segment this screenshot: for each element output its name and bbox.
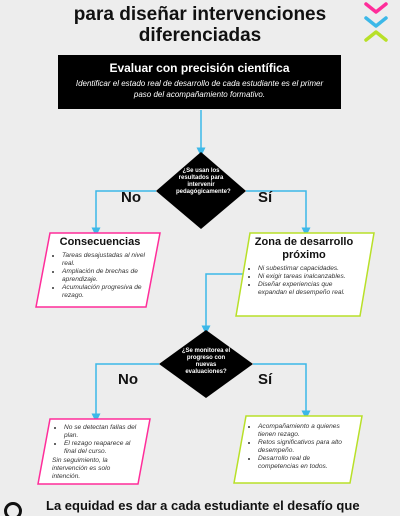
list-item: Desarrollo real de competencias en todos… (258, 455, 350, 471)
list-item: Ni exigir tareas inalcanzables. (258, 273, 362, 281)
list-item: Diseñar experiencias que expandan el des… (258, 281, 362, 297)
decision-1-text: ¿Se usan los resultados para intervenir … (176, 168, 231, 195)
connector-d1-no (91, 190, 156, 237)
zona-card: Zona de desarrollo próximo Ni subestimar… (246, 236, 362, 297)
zona-card-shape (235, 232, 375, 317)
consecuencias-heading: Consecuencias (59, 236, 141, 248)
yes-result-card-shape (233, 415, 363, 484)
connector-d2-yes (253, 363, 311, 420)
no-result-list: No se detectan fallas del plan. El rezag… (52, 424, 140, 456)
connector-d2-no (91, 363, 159, 423)
connector-d1-yes (246, 190, 311, 237)
decision-1-yes-label: Sí (258, 189, 273, 206)
consecuencias-list: Tareas desajustadas al nivel real. Ampli… (50, 252, 150, 300)
footer-logo-icon (4, 502, 22, 516)
decision-2-text: ¿Se monitorea el progreso con nuevas eva… (181, 348, 231, 375)
consecuencias-card-shape (35, 232, 161, 308)
list-item: Retos significativos para alto desempeño… (258, 439, 350, 455)
no-result-card-shape (37, 418, 151, 485)
zona-list: Ni subestimar capacidades. Ni exigir tar… (246, 265, 362, 297)
zona-heading: Zona de desarrollo próximo (254, 236, 354, 261)
decision-2-yes-label: Sí (258, 371, 273, 388)
decision-1-no-label: No (121, 189, 141, 206)
no-result-note: Sin seguimiento, la intervención es solo… (52, 457, 111, 480)
yes-result-list: Acompañamiento a quienes tienen rezago. … (246, 423, 350, 471)
title-line-1: para diseñar intervenciones (73, 4, 327, 25)
evaluate-heading: Evaluar con precisión científica (109, 61, 290, 75)
decision-1-diamond (156, 152, 246, 229)
brand-logo-icon (364, 2, 388, 42)
list-item: Ni subestimar capacidades. (258, 265, 362, 273)
list-item: El rezago reaparece al final del curso. (64, 440, 140, 456)
list-item: Acumulación progresiva de rezago. (62, 284, 150, 300)
yes-result-card: Acompañamiento a quienes tienen rezago. … (246, 423, 350, 471)
evaluate-box: Evaluar con precisión científica Identif… (58, 55, 341, 109)
footer-text: La equidad es dar a cada estudiante el d… (46, 498, 360, 513)
evaluate-text: Identificar el estado real de desarrollo… (75, 79, 324, 99)
consecuencias-card: Consecuencias Tareas desajustadas al niv… (50, 236, 150, 300)
page-title: para diseñar intervenciones diferenciada… (0, 0, 400, 46)
decision-2-no-label: No (118, 371, 138, 388)
list-item: Ampliación de brechas de aprendizaje. (62, 268, 150, 284)
no-result-card: No se detectan fallas del plan. El rezag… (52, 424, 140, 481)
list-item: Acompañamiento a quienes tienen rezago. (258, 423, 350, 439)
decision-2-diamond (159, 330, 253, 398)
list-item: Tareas desajustadas al nivel real. (62, 252, 150, 268)
title-line-2: diferenciadas (138, 25, 262, 46)
list-item: No se detectan fallas del plan. (64, 424, 140, 440)
